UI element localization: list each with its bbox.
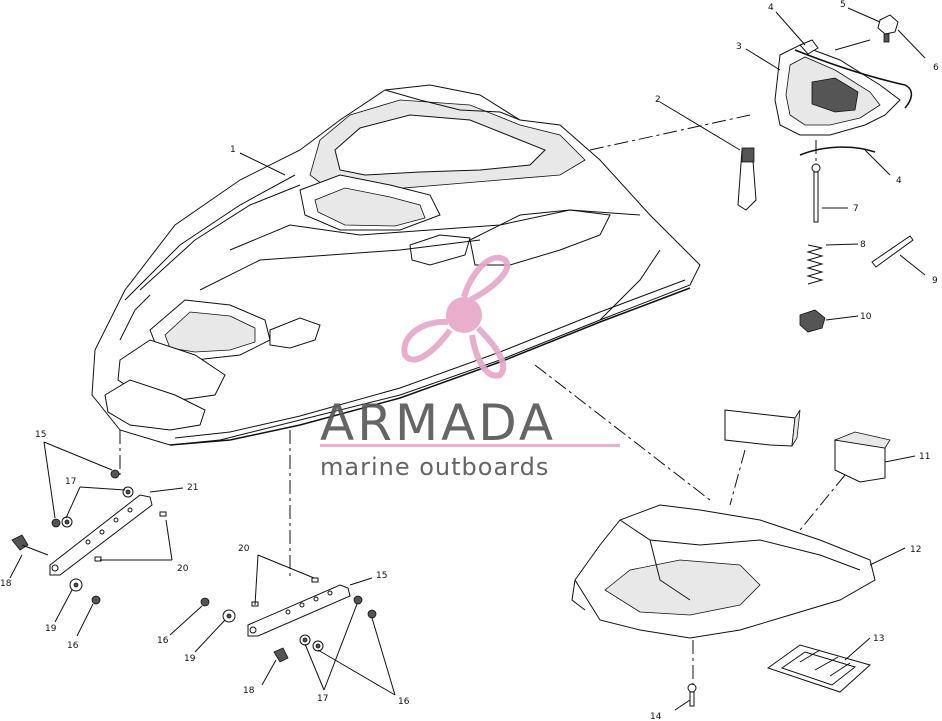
alignment-lines (119, 114, 846, 685)
callout-17-left: 17 (65, 477, 76, 487)
center-bracket-assembly (200, 577, 377, 663)
callout-11: 11 (919, 452, 930, 462)
tray-assembly (571, 409, 891, 707)
callout-12: 12 (910, 545, 921, 555)
callout-8: 8 (860, 240, 866, 250)
callout-3: 3 (736, 42, 742, 52)
callout-20-left: 20 (177, 564, 189, 574)
callout-15-center: 15 (376, 571, 387, 581)
callout-16-center-left: 16 (157, 636, 169, 646)
callout-5: 5 (840, 0, 846, 10)
right-hardware (737, 147, 914, 333)
callout-16-left: 16 (67, 641, 79, 651)
callout-19-left: 19 (45, 624, 57, 634)
callout-13: 13 (873, 634, 884, 644)
watermark-brand: ARMADA (320, 394, 556, 452)
headlight-assembly (774, 14, 913, 156)
left-bracket-assembly (11, 469, 167, 605)
callout-4-bottom: 4 (896, 176, 902, 186)
callout-19-center: 19 (184, 654, 196, 664)
watermark-logo: ARMADA marine outboards (320, 254, 620, 481)
callout-20-center: 20 (238, 544, 250, 554)
callout-16-center-right: 16 (398, 697, 410, 707)
watermark-divider (320, 444, 620, 447)
callout-6: 6 (933, 63, 939, 73)
callout-15-left: 15 (35, 430, 46, 440)
callout-9: 9 (932, 276, 938, 286)
callout-1: 1 (230, 145, 236, 155)
propeller-hub-icon (446, 297, 482, 333)
callout-4-top: 4 (768, 3, 774, 13)
callout-7: 7 (853, 204, 859, 214)
leader-lines (9, 7, 926, 711)
callout-17-center: 17 (317, 694, 328, 704)
watermark-tagline: marine outboards (320, 453, 549, 481)
callout-21: 21 (187, 483, 198, 493)
hood-assembly (91, 84, 701, 446)
callout-2: 2 (655, 95, 661, 105)
propeller-blade-icon (461, 254, 511, 303)
callout-10: 10 (860, 312, 872, 322)
callout-18-center: 18 (243, 686, 255, 696)
callout-14: 14 (650, 712, 662, 721)
callout-18-left: 18 (0, 579, 12, 589)
